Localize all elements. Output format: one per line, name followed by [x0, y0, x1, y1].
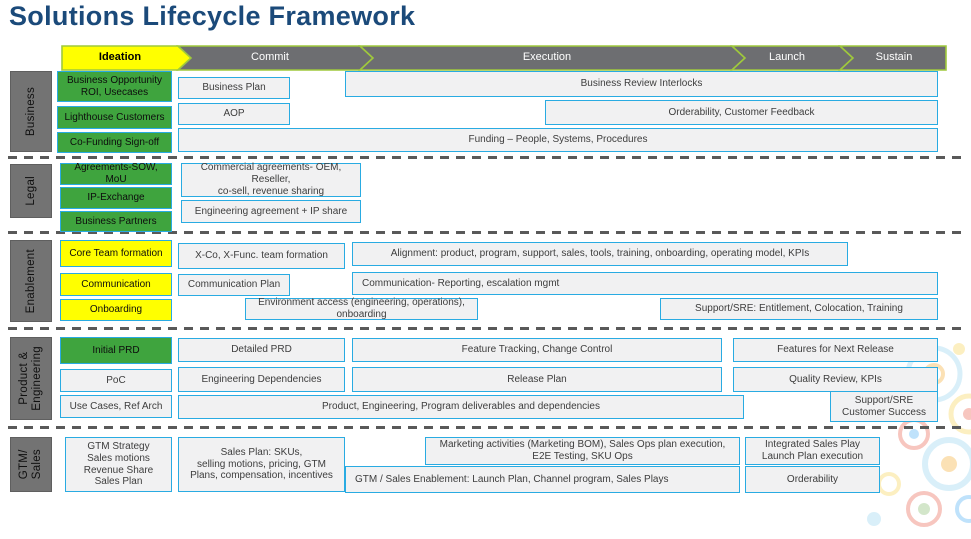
row-label-gtm-sales-text: GTM/ Sales: [18, 449, 43, 480]
slide: Solutions Lifecycle Framework Ideation C…: [8, 1, 971, 527]
box-use-cases-ref-arch: Use Cases, Ref Arch: [60, 395, 172, 418]
box-communication: Communication: [60, 273, 172, 296]
box-onboarding: Onboarding: [60, 299, 172, 321]
box-initial-prd: Initial PRD: [60, 337, 172, 364]
box-orderability-customer-feedback: Orderability, Customer Feedback: [545, 100, 938, 125]
box-business-partners: Business Partners: [60, 211, 172, 232]
phase-commit: Commit: [251, 51, 289, 63]
row-label-gtm-sales: GTM/ Sales: [10, 437, 52, 492]
box-orderability: Orderability: [745, 466, 880, 493]
box-business-review-interlocks: Business Review Interlocks: [345, 71, 938, 97]
row-divider: [8, 426, 965, 429]
row-label-enablement: Enablement: [10, 240, 52, 322]
box-poc: PoC: [60, 369, 172, 392]
box-features-next-release: Features for Next Release: [733, 338, 938, 362]
phase-shape-sustain: [837, 45, 947, 71]
row-label-enablement-text: Enablement: [24, 248, 37, 314]
box-integrated-sales-play: Integrated Sales Play Launch Plan execut…: [745, 437, 880, 465]
row-divider: [8, 327, 965, 330]
box-agreements-sow-mou: Agreements-SOW, MoU: [60, 162, 172, 185]
box-xco-team-formation: X-Co, X-Func. team formation: [178, 243, 345, 269]
box-ip-exchange: IP-Exchange: [60, 187, 172, 209]
row-label-product-engineering-text: Product & Engineering: [18, 346, 43, 411]
box-feature-tracking: Feature Tracking, Change Control: [352, 338, 722, 362]
box-detailed-prd: Detailed PRD: [178, 338, 345, 362]
box-funding: Funding – People, Systems, Procedures: [178, 128, 938, 152]
box-communication-reporting: Communication- Reporting, escalation mgm…: [352, 272, 938, 295]
box-commercial-agreements: Commercial agreements- OEM, Reseller, co…: [181, 162, 361, 197]
phase-execution: Execution: [522, 51, 572, 63]
box-business-plan: Business Plan: [178, 77, 290, 99]
box-business-opportunity: Business Opportunity ROI, Usecases: [57, 71, 172, 102]
box-sales-plan-skus: Sales Plan: SKUs, selling motions, prici…: [178, 437, 345, 492]
row-divider: [8, 231, 965, 234]
box-support-sre-entitlement: Support/SRE: Entitlement, Colocation, Tr…: [660, 298, 938, 320]
box-cofunding-signoff: Co-Funding Sign-off: [57, 132, 172, 153]
row-label-business: Business: [10, 71, 52, 152]
box-engineering-agreement: Engineering agreement + IP share: [181, 200, 361, 223]
box-engineering-dependencies: Engineering Dependencies: [178, 367, 345, 392]
box-alignment: Alignment: product, program, support, sa…: [352, 242, 848, 266]
phase-sustain: Sustain: [875, 51, 913, 63]
box-release-plan: Release Plan: [352, 367, 722, 392]
box-program-deliverables: Product, Engineering, Program deliverabl…: [178, 395, 744, 419]
box-quality-review-kpis: Quality Review, KPIs: [733, 367, 938, 392]
box-environment-access: Environment access (engineering, operati…: [245, 297, 478, 320]
box-core-team-formation: Core Team formation: [60, 240, 172, 267]
box-lighthouse-customers: Lighthouse Customers: [57, 106, 172, 129]
row-label-legal-text: Legal: [24, 176, 37, 206]
row-label-product-engineering: Product & Engineering: [10, 337, 52, 420]
row-divider: [8, 156, 965, 159]
box-support-sre-customer-success: Support/SRE Customer Success: [830, 391, 938, 422]
box-aop: AOP: [178, 103, 290, 125]
row-label-business-text: Business: [24, 86, 37, 137]
row-label-legal: Legal: [10, 164, 52, 218]
phase-launch: Launch: [768, 51, 806, 63]
box-gtm-strategy: GTM Strategy Sales motions Revenue Share…: [65, 437, 172, 492]
page-title: Solutions Lifecycle Framework: [9, 1, 416, 31]
box-gtm-sales-enablement: GTM / Sales Enablement: Launch Plan, Cha…: [345, 466, 740, 493]
box-marketing-activities: Marketing activities (Marketing BOM), Sa…: [425, 437, 740, 465]
phase-ideation: Ideation: [98, 51, 142, 63]
phase-arrow-bar: [61, 45, 947, 71]
box-communication-plan: Communication Plan: [178, 274, 290, 296]
